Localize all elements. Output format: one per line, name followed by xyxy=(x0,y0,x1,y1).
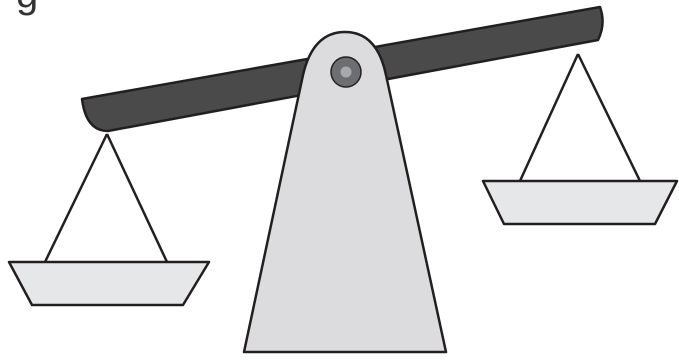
top-text-fragment: g xyxy=(16,0,38,14)
pivot-inner xyxy=(341,67,352,78)
left-pan-strings xyxy=(45,134,167,262)
right-pan xyxy=(483,181,677,224)
right-pan-strings xyxy=(520,54,640,181)
left-pan xyxy=(9,262,209,305)
